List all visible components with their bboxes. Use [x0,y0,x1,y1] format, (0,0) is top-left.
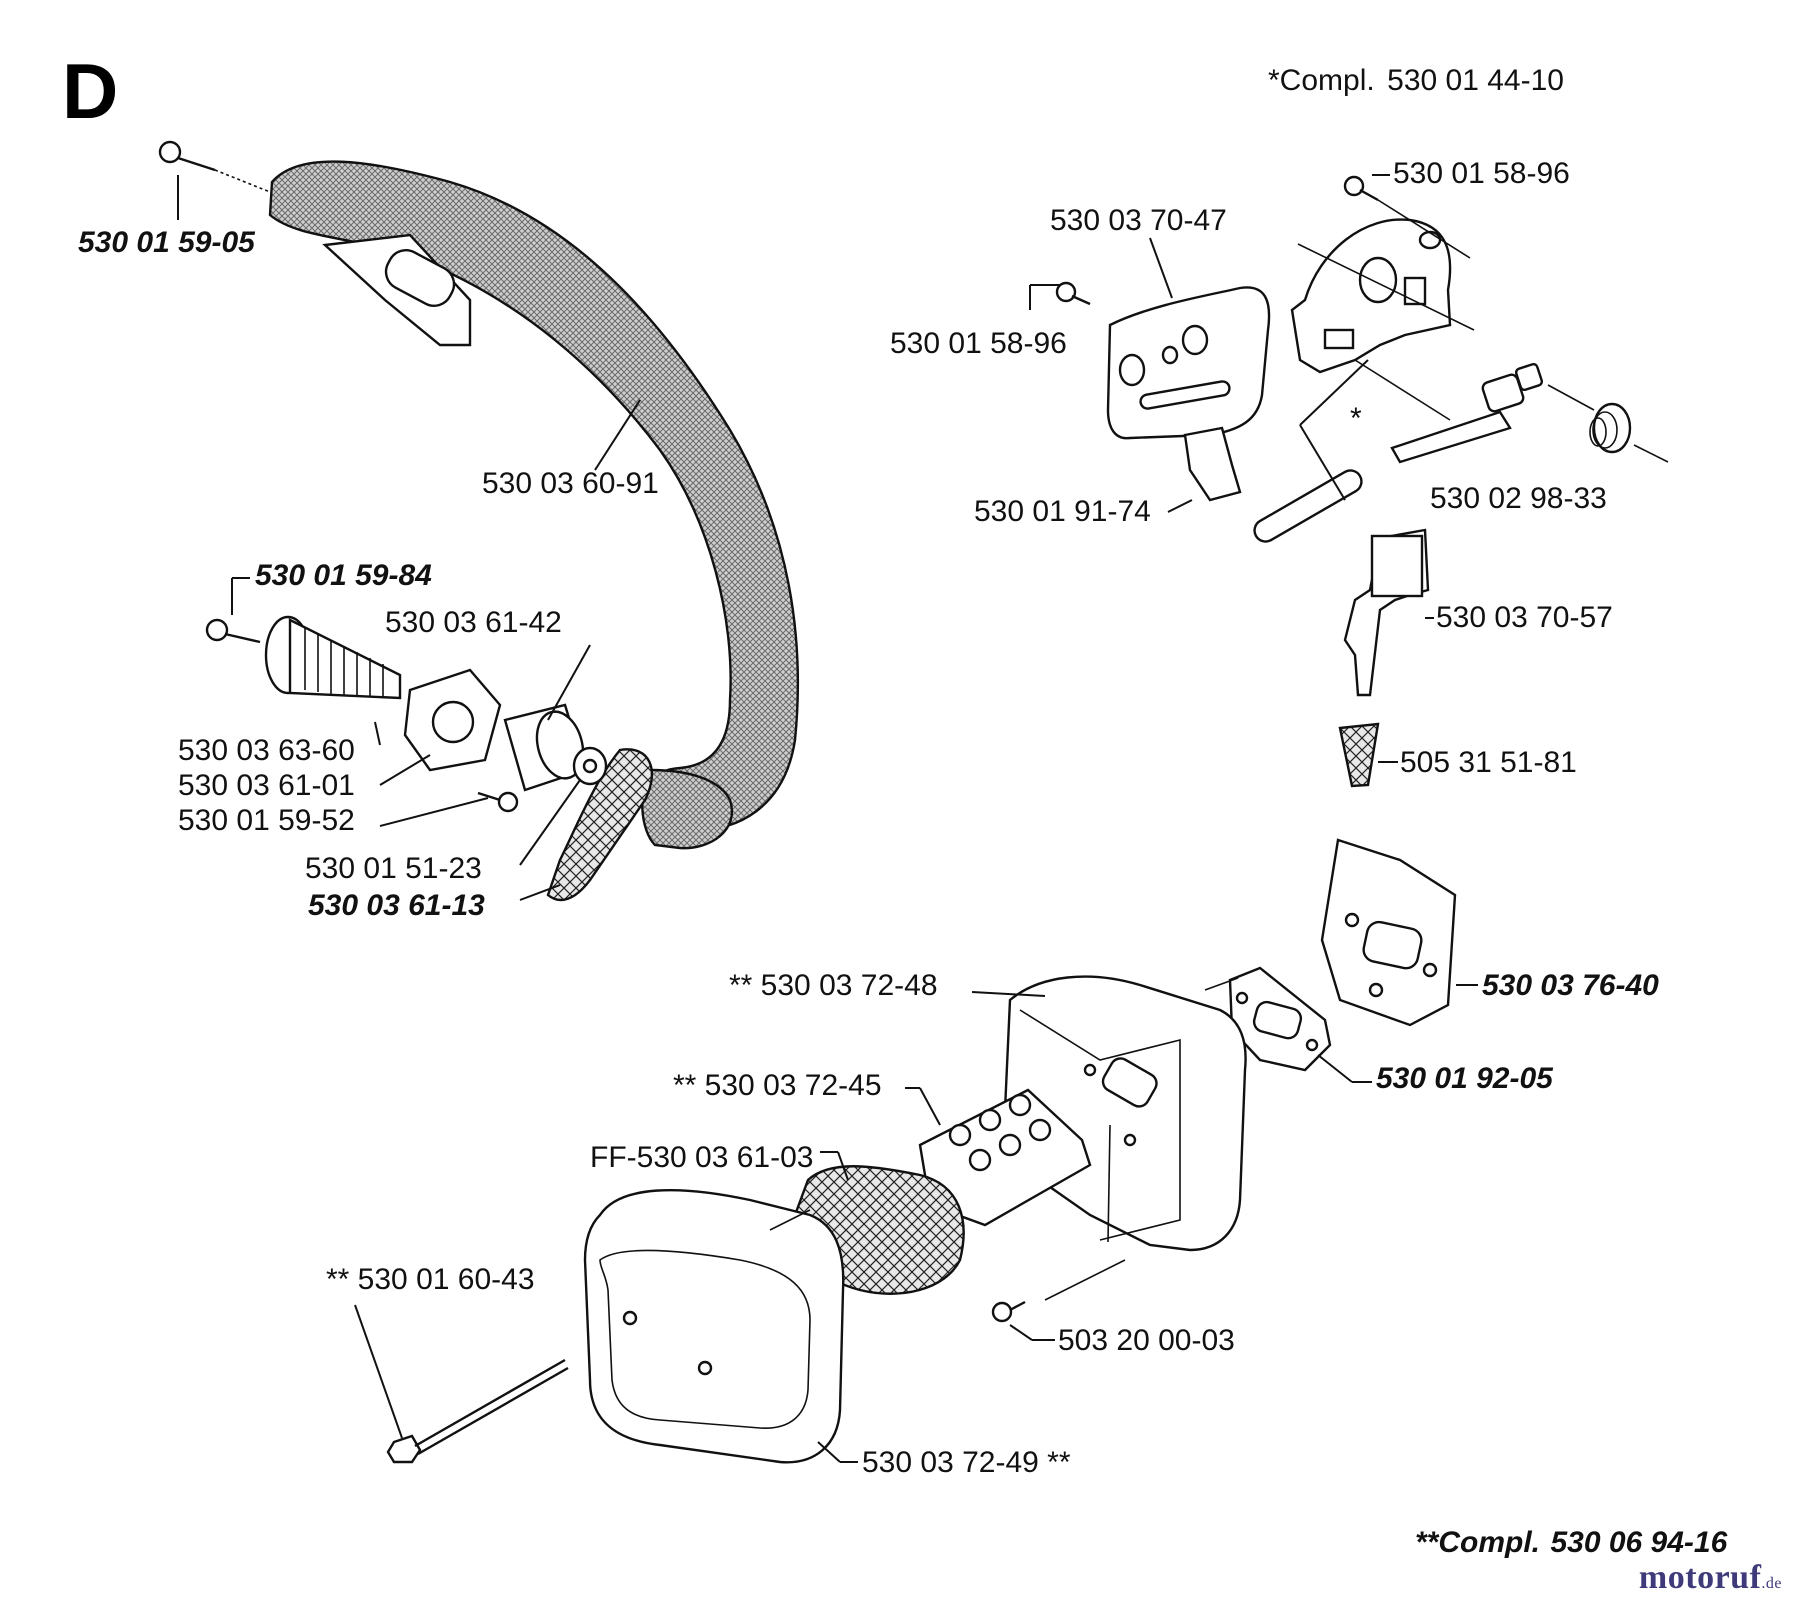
screw-part-07 [477,791,519,813]
pump-piston-part [1390,362,1544,464]
screw-part-01 [158,140,216,172]
compl-top-number: 530 01 44-10 [1387,64,1564,97]
pin-part [1253,469,1363,543]
spring-part [1589,402,1632,454]
label-p12: 530 01 58-96 [890,327,1067,360]
compl-top-prefix: *Compl. [1268,64,1375,97]
label-p21: FF-530 03 61-03 [590,1141,813,1174]
brand-suffix: .de [1761,1575,1782,1592]
compl-bottom-prefix: **Compl. [1415,1526,1540,1559]
label-p16: 505 31 51-81 [1400,746,1577,779]
label-p05: 530 03 63-60 [178,734,355,767]
label-p13: 530 01 91-74 [974,495,1151,528]
brand-watermark: motoruf.de [1639,1559,1782,1597]
label-p15: 530 03 70-57 [1436,601,1613,634]
handle-strap-part [546,748,654,902]
screw-part-03 [205,618,261,644]
label-p04: 530 03 61-42 [385,606,562,639]
grip-spring-part [264,615,402,700]
label-p06: 530 03 61-01 [178,769,355,802]
compl-top-note: *Compl. 530 01 44-10 [1268,64,1564,97]
pump-clip-part [1183,426,1242,502]
label-p24: 530 03 72-49 ** [862,1446,1071,1479]
label-p08: 530 01 51-23 [305,852,482,885]
screw-part-23 [991,1300,1026,1323]
label-p02: 530 03 60-91 [482,467,659,500]
label-p20: ** 530 03 72-45 [673,1069,882,1102]
label-p11: 530 03 70-47 [1050,204,1227,237]
label-p22: ** 530 01 60-43 [326,1263,535,1296]
handle-end-part [641,768,734,850]
brand-name: motoruf [1638,1559,1762,1596]
oil-filter-part [1338,722,1380,788]
label-p17: 530 03 76-40 [1482,969,1659,1002]
label-p03: 530 01 59-84 [255,559,432,592]
label-p07: 530 01 59-52 [178,804,355,837]
long-bolt-part [386,1358,569,1464]
section-letter: D [62,47,118,135]
handle-bracket-sleeve [384,249,456,307]
label-p09: 530 03 61-13 [308,889,485,922]
screw-part-10 [1343,175,1379,202]
label-p18: ** 530 03 72-48 [729,969,938,1002]
compl-bottom-number: 530 06 94-16 [1550,1526,1727,1559]
label-p14: 530 02 98-33 [1430,482,1607,515]
compl-bottom-note: **Compl. 530 06 94-16 [1415,1526,1728,1559]
screw-part-12 [1055,281,1091,306]
bushing-part [503,703,587,792]
label-p19: 530 01 92-05 [1376,1062,1554,1095]
label-p23: 503 20 00-03 [1058,1324,1235,1357]
label-p01: 530 01 59-05 [78,226,256,259]
star-marker: * [1350,402,1362,435]
muffler-cover-part [583,1189,845,1464]
label-p10: 530 01 58-96 [1393,157,1570,190]
